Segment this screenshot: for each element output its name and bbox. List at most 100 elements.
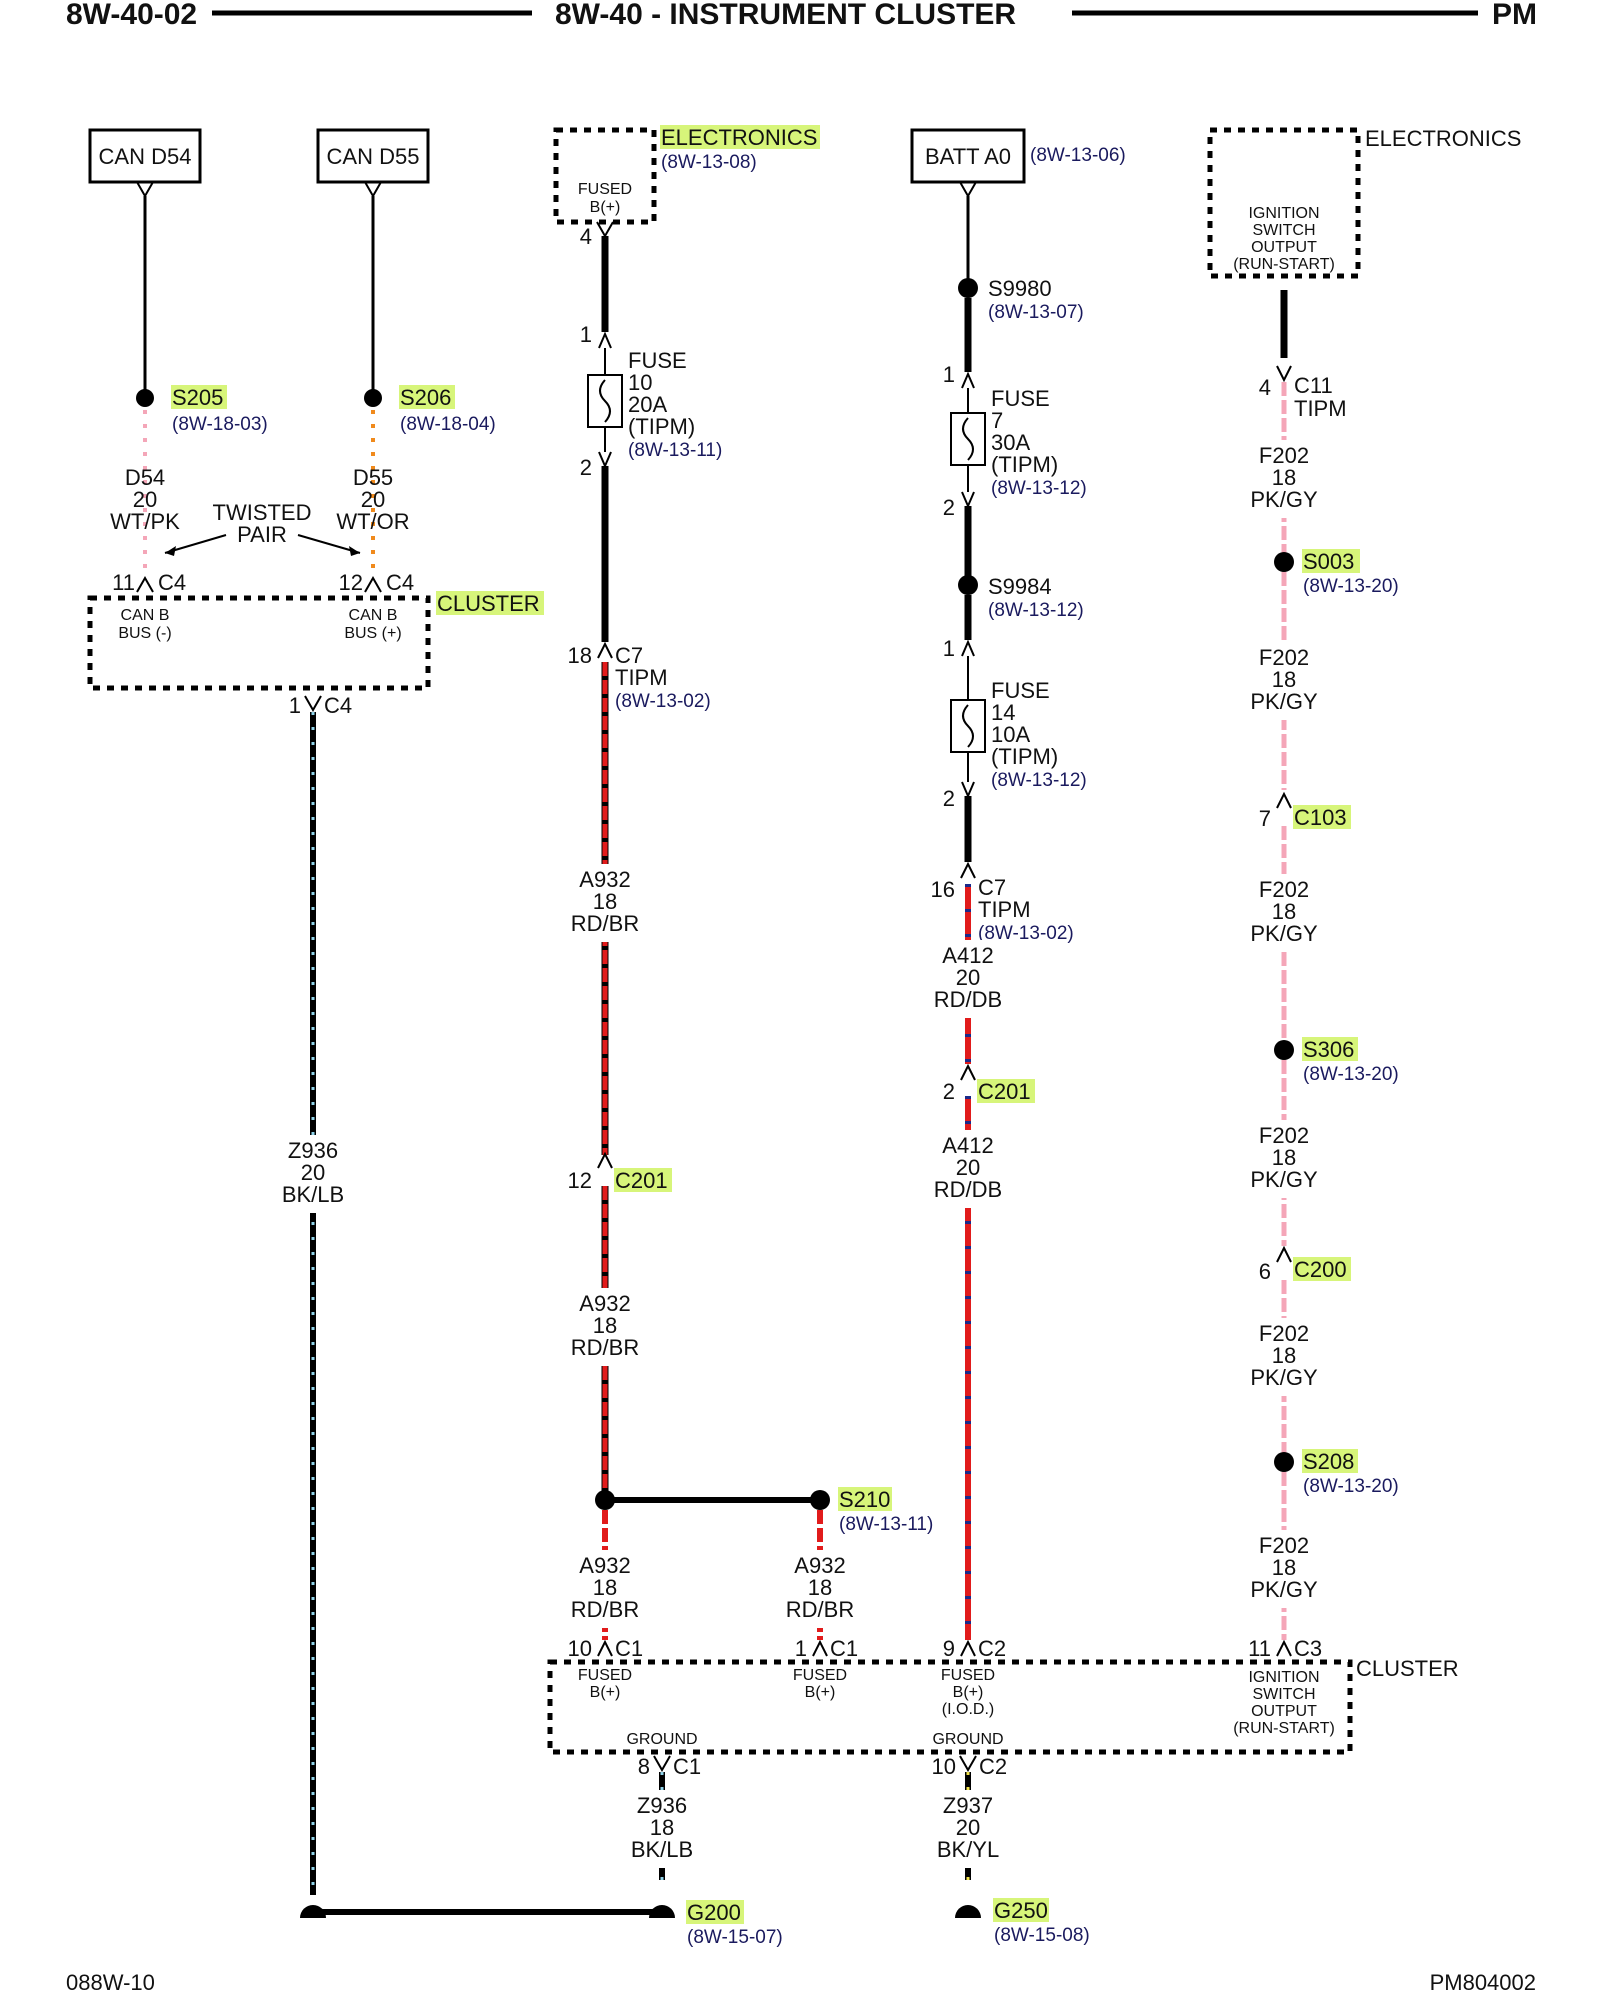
a932-name-1: A932: [579, 867, 630, 892]
c4-12-pin: 12: [339, 570, 363, 595]
c2-9-pin: 9: [943, 1636, 955, 1661]
c103-7-name: C103: [1294, 805, 1347, 830]
z937-gauge: 20: [956, 1815, 980, 1840]
can-d54-box: [88, 128, 202, 184]
f7-out-pin: 2: [943, 495, 955, 520]
connector-arrow-icon: [960, 1639, 976, 1657]
batt-ref: (8W-13-06): [1030, 145, 1126, 166]
cb-p4-l2: SWITCH: [1252, 1686, 1315, 1703]
c201-2-name: C201: [978, 1079, 1031, 1104]
twisted-pair-note: TWISTED PAIR: [164, 500, 361, 556]
z936a-gauge: 20: [301, 1160, 325, 1185]
d55-color: WT/OR: [336, 509, 409, 534]
cb-p3-l1: FUSED: [941, 1667, 995, 1684]
a412-circuit: BATT A0 (8W-13-06) S9980 (8W-13-07) 1 2 …: [910, 128, 1126, 1661]
batt-label: BATT A0: [925, 144, 1011, 169]
c3-11-pin: 11: [1248, 1636, 1271, 1661]
f202-name-6: F202: [1259, 1533, 1309, 1558]
f202-gauge-3: 18: [1272, 899, 1296, 924]
elec1-label: ELECTRONICS: [661, 125, 817, 150]
cluster-top-pin1-l1: CAN B: [121, 607, 170, 624]
cb-p2-l2: B(+): [805, 1684, 836, 1701]
cluster-top-label: CLUSTER: [437, 591, 540, 616]
f202-name-1: F202: [1259, 443, 1309, 468]
c11-4-sub: TIPM: [1294, 396, 1347, 421]
s9984-ref: (8W-13-12): [988, 600, 1084, 621]
connector-arrow-icon: [1276, 365, 1292, 383]
cluster-bottom-box: CLUSTER FUSED B(+) FUSED B(+) FUSED B(+)…: [547, 1656, 1459, 1779]
f7-l3: 30A: [991, 430, 1030, 455]
f10-ref: (8W-13-11): [628, 440, 722, 461]
connector-arrow-icon: [304, 695, 322, 713]
d54-name: D54: [125, 465, 165, 490]
c1-1-name: C1: [830, 1636, 858, 1661]
s206-ref: (8W-18-04): [400, 414, 496, 435]
f10-l1: FUSE: [628, 348, 687, 373]
cb-p1-l1: FUSED: [578, 1667, 632, 1684]
splice-dot-icon: [136, 389, 154, 407]
splice-dot-icon: [364, 389, 382, 407]
s205-ref: (8W-18-03): [172, 414, 268, 435]
z936a-name: Z936: [288, 1138, 338, 1163]
z937-color: BK/YL: [937, 1837, 999, 1862]
c200-6-name: C200: [1294, 1257, 1347, 1282]
f7-l4: (TIPM): [991, 452, 1058, 477]
splice-dot-icon: [1274, 1452, 1294, 1472]
c2-9-name: C2: [978, 1636, 1006, 1661]
connector-arrow-icon: [653, 1755, 671, 1773]
cb-ground-1: GROUND: [626, 1731, 697, 1748]
batt-a0-box: [910, 128, 1026, 184]
c1-1-pin: 1: [795, 1636, 807, 1661]
z936b-name: Z936: [637, 1793, 687, 1818]
c3-11-name: C3: [1294, 1636, 1322, 1661]
c200-6-pin: 6: [1259, 1259, 1271, 1284]
f202-gauge-6: 18: [1272, 1555, 1296, 1580]
f14-l2: 14: [991, 700, 1015, 725]
a932-color-2: RD/BR: [571, 1335, 639, 1360]
s206-name: S206: [400, 385, 451, 410]
connector-arrow-icon: [961, 781, 975, 799]
g200-name: G200: [687, 1900, 741, 1925]
c1-10-pin: 10: [568, 1636, 592, 1661]
d55-name: D55: [353, 465, 393, 490]
c7-18-sub: TIPM: [615, 665, 668, 690]
splice-dot-icon: [1274, 1040, 1294, 1060]
cb-p4-l1: IGNITION: [1248, 1669, 1319, 1686]
connector-arrow-icon: [959, 181, 977, 199]
f202-color-3: PK/GY: [1250, 921, 1318, 946]
s306-name: S306: [1303, 1037, 1354, 1062]
a932-name-4: A932: [794, 1553, 845, 1578]
connector-arrow-icon: [597, 1639, 613, 1657]
d54-color: WT/PK: [110, 509, 180, 534]
splice-dot-icon: [810, 1490, 830, 1510]
c4-11-name: C4: [158, 570, 186, 595]
a932-gauge-1: 18: [593, 889, 617, 914]
a932-color-4: RD/BR: [786, 1597, 854, 1622]
splice-dot-icon: [958, 278, 978, 298]
can-d55-box: [316, 128, 430, 184]
s208-ref: (8W-13-20): [1303, 1476, 1399, 1497]
f202-name-2: F202: [1259, 645, 1309, 670]
f202-gauge-2: 18: [1272, 667, 1296, 692]
a412-color-2: RD/DB: [934, 1177, 1002, 1202]
connector-arrow-icon: [597, 1151, 613, 1169]
f10-l4: (TIPM): [628, 414, 695, 439]
f10-in-pin: 1: [580, 322, 592, 347]
a932-gauge-4: 18: [808, 1575, 832, 1600]
elec1-pin-text: FUSED: [578, 181, 632, 198]
c11-4-pin: 4: [1259, 375, 1271, 400]
connector-arrow-icon: [812, 1639, 828, 1657]
f202-name-4: F202: [1259, 1123, 1309, 1148]
c201-12-name: C201: [615, 1168, 668, 1193]
pair-label: PAIR: [237, 522, 287, 547]
cb-p4-l3: OUTPUT: [1251, 1703, 1317, 1720]
f7-l2: 7: [991, 408, 1003, 433]
c4-12-name: C4: [386, 570, 414, 595]
connector-arrow-icon: [961, 371, 975, 389]
twisted-label: TWISTED: [213, 500, 312, 525]
c103-7-pin: 7: [1259, 806, 1271, 831]
c7-16-pin: 16: [931, 877, 955, 902]
s210-ref: (8W-13-11): [839, 1514, 933, 1535]
f10-l2: 10: [628, 370, 652, 395]
